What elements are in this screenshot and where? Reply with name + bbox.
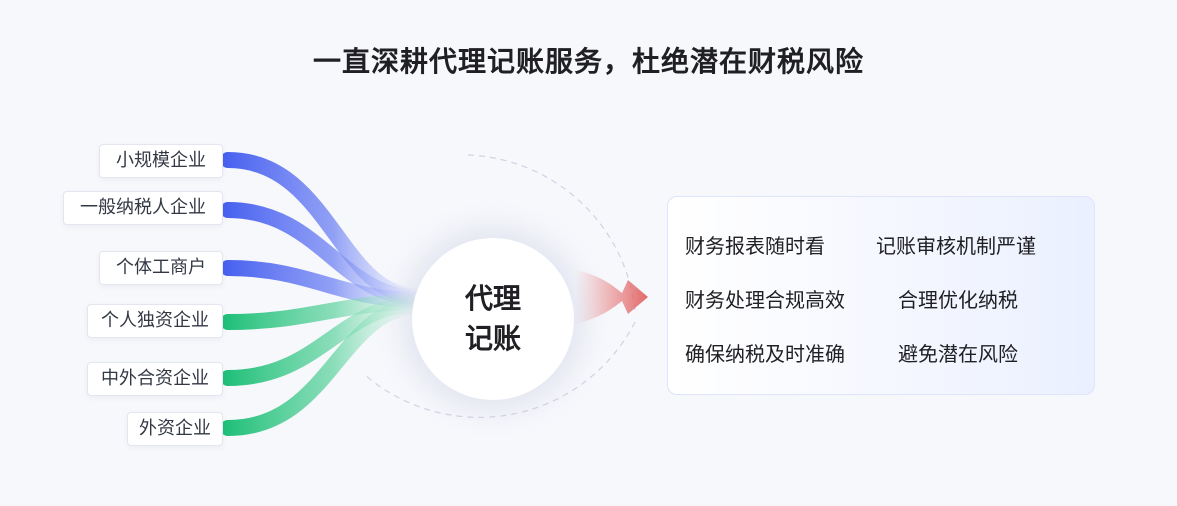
result-item: 确保纳税及时准确 [685,342,845,366]
output-arrow [575,270,648,324]
center-label-line1: 代理 [464,282,521,315]
center-label-line2: 记账 [464,322,521,355]
tag-joint-venture: 中外合资企业 [87,362,223,396]
result-item: 财务处理合规高效 [685,288,845,312]
tag-individual-business: 个体工商户 [99,251,223,285]
page-title: 一直深耕代理记账服务，杜绝潜在财税风险 [312,45,864,78]
tag-general-taxpayer-enterprise: 一般纳税人企业 [63,191,223,225]
dashed-orbit [467,154,636,311]
results-panel: 财务报表随时看 记账审核机制严谨 财务处理合规高效 合理优化纳税 确保纳税及时准… [667,196,1095,395]
tag-sole-proprietorship: 个人独资企业 [87,304,223,338]
center-node: 代理 记账 [412,238,574,400]
result-item: 财务报表随时看 [685,234,825,258]
result-item: 记账审核机制严谨 [876,234,1036,258]
tag-foreign-owned: 外资企业 [127,412,223,446]
tag-small-scale-enterprise: 小规模企业 [99,144,223,178]
result-item: 避免潜在风险 [898,342,1018,366]
result-item: 合理优化纳税 [898,288,1018,312]
dashed-orbit [364,321,636,418]
stream-foreign-owned [220,298,428,436]
